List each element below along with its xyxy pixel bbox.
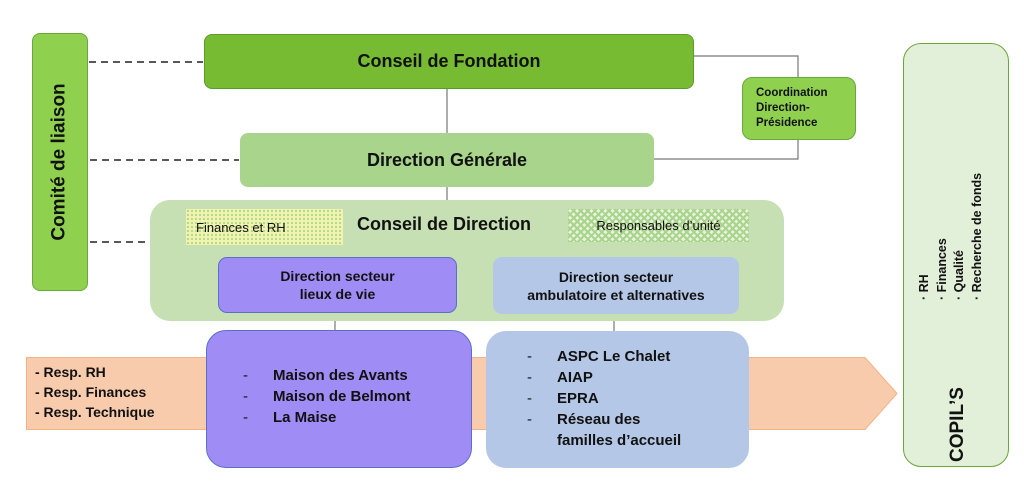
direction-generale-label: Direction Générale (366, 149, 528, 170)
coordination-line: Direction- (756, 102, 810, 114)
unit-label: EPRA (557, 390, 599, 407)
coordination-box: Coordination Direction- Présidence (742, 77, 856, 140)
secteur-title-line: ambulatoire et alternatives (527, 286, 705, 303)
dash-icon: - (243, 409, 248, 426)
copil-topic: · RH (917, 274, 931, 300)
unit-item: - Réseau des (527, 409, 681, 430)
unit-item: - La Maise (243, 407, 411, 428)
unit-item: - Maison des Avants (243, 365, 411, 386)
responsables-unite-tag: Responsables d’unité (568, 209, 749, 242)
unit-label: Réseau des (557, 411, 641, 428)
link-coordination-dg (654, 140, 799, 160)
copils-title: COPIL’S (947, 387, 968, 462)
coordination-line: Présidence (756, 117, 818, 129)
unit-label: ASPC Le Chalet (557, 348, 671, 365)
dash-icon: - (527, 411, 532, 428)
dash-icon: - (527, 390, 532, 407)
unit-item: - EPRA (527, 388, 681, 409)
dash-icon: - (243, 388, 248, 405)
comite-de-liaison-box: Comité de liaison (32, 33, 88, 291)
direction-secteur-lieux-de-vie-box: Direction secteur lieux de vie (218, 257, 457, 313)
unit-label: Maison de Belmont (273, 388, 411, 405)
transversal-list: - Resp. RH - Resp. Finances - Resp. Tech… (35, 362, 155, 422)
transversal-item: - Resp. Finances (35, 384, 147, 400)
copil-topic: · Finances (934, 238, 949, 300)
conseil-de-fondation-box: Conseil de Fondation (204, 34, 694, 89)
dash-icon: - (527, 369, 532, 386)
finances-rh-tag: Finances et RH (186, 209, 343, 245)
link-fondation-coordination (694, 55, 799, 77)
ambulatoire-units-list: -ASPC Le Chalet -AIAP -EPRA -Réseau des … (527, 346, 681, 451)
transversal-item: - Resp. Technique (35, 404, 155, 420)
secteur-title-line: Direction secteur (280, 268, 395, 284)
direction-secteur-ambulatoire-box: Direction secteur ambulatoire et alterna… (493, 257, 739, 314)
dash-spacer (527, 430, 557, 451)
conseil-de-fondation-label: Conseil de Fondation (357, 51, 541, 71)
copils-topics-list: · RH · Finances · Qualité · Recherche de… (916, 173, 986, 300)
lieux-de-vie-units-list: - Maison des Avants - Maison de Belmont - L… (243, 365, 411, 428)
responsables-unite-label: Responsables d’unité (596, 218, 721, 233)
copil-topic: · Recherche de fonds (969, 172, 984, 300)
unit-item: - Maison de Belmont (243, 386, 411, 407)
unit-label: familles d’accueil (557, 432, 682, 449)
unit-item: - AIAP (527, 367, 681, 388)
conseil-de-direction-label: Conseil de Direction (357, 214, 532, 234)
unit-label: AIAP (557, 369, 593, 386)
ambulatoire-units-box: -ASPC Le Chalet -AIAP -EPRA -Réseau des … (486, 331, 749, 468)
unit-item: - ASPC Le Chalet (527, 346, 681, 367)
secteur-title-line: lieux de vie (299, 286, 376, 302)
unit-label: Maison des Avants (273, 367, 408, 384)
comite-de-liaison-label: Comité de liaison (49, 83, 70, 241)
finances-rh-label: Finances et RH (196, 219, 286, 235)
unit-label: La Maise (273, 409, 337, 426)
dash-icon: - (243, 367, 248, 384)
direction-generale-box: Direction Générale (240, 133, 654, 187)
dash-icon: - (527, 348, 532, 365)
lieux-de-vie-units-box: - Maison des Avants - Maison de Belmont - L… (206, 330, 472, 468)
unit-item: familles d’accueil (527, 430, 681, 451)
secteur-title-line: Direction secteur (558, 268, 674, 285)
copils-box (903, 43, 1009, 467)
transversal-item: - Resp. RH (35, 364, 106, 380)
copil-topic: · Qualité (952, 249, 966, 300)
coordination-line: Coordination (756, 87, 828, 99)
